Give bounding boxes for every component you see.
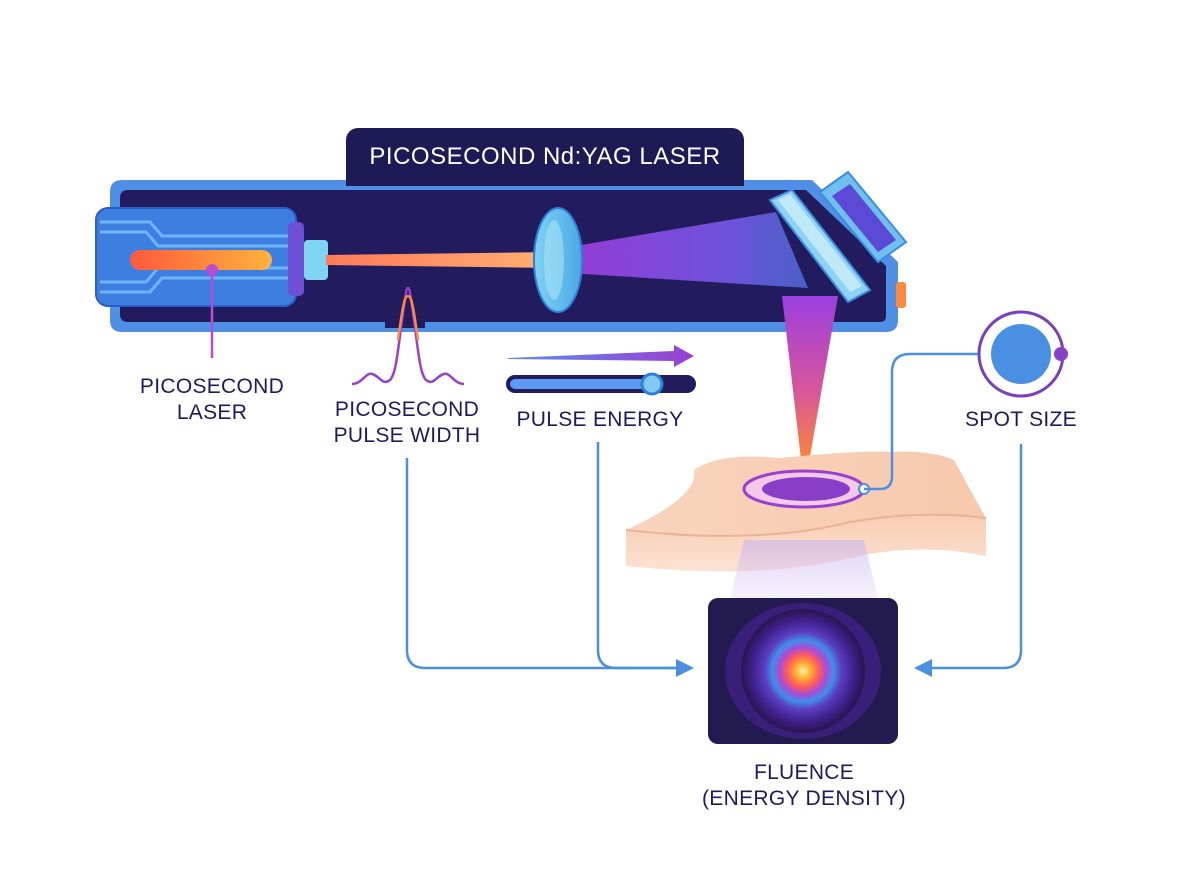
laser-rod	[130, 250, 272, 270]
label-fluence: FLUENCE(ENERGY DENSITY)	[702, 761, 906, 810]
laser-head	[95, 207, 328, 358]
slider-fill	[510, 379, 652, 389]
pulse-width-graph	[351, 286, 465, 386]
arrow-right-icon	[676, 659, 694, 677]
label-spot-size: SPOT SIZE	[964, 408, 1077, 431]
output-port-icon	[896, 282, 906, 308]
focused-beam	[782, 296, 838, 468]
spot-size-icon	[977, 310, 1068, 398]
pulse-energy-slider	[506, 372, 696, 396]
housing-tab	[818, 170, 908, 264]
focusing-lens-icon	[533, 207, 583, 313]
treatment-spot	[742, 469, 870, 509]
slider-knob	[640, 372, 664, 396]
arrow-left-icon	[914, 659, 932, 677]
connector-lines	[405, 352, 1023, 670]
projection-cone	[730, 540, 878, 600]
page-title: PICOSECOND Nd:YAG LASER	[346, 128, 744, 186]
label-pulse-energy: PULSE ENERGY	[516, 408, 684, 431]
arrowheads	[676, 659, 932, 677]
beam-path	[326, 212, 808, 288]
pulse-energy-indicator	[508, 345, 694, 367]
mirror-icon	[768, 188, 872, 304]
fluence-display	[708, 598, 898, 744]
